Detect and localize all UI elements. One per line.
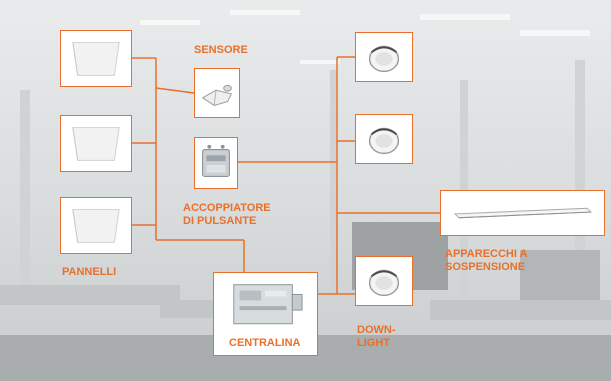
- panel-light-2: [60, 115, 132, 172]
- square-panel-icon: [72, 209, 120, 243]
- downlight-3: [355, 256, 413, 306]
- label-pannelli: PANNELLI: [62, 266, 117, 278]
- linear-suspension-luminaire-icon: [453, 207, 592, 219]
- control-unit-icon: [233, 284, 303, 325]
- downlight-2: [355, 114, 413, 164]
- panel-light-1: [60, 30, 132, 87]
- square-panel-icon: [72, 42, 120, 76]
- motion-sensor-icon: [201, 84, 233, 106]
- label-centralina: CENTRALINA: [229, 337, 301, 349]
- downlight-1: [355, 32, 413, 82]
- round-downlight-icon: [368, 45, 400, 73]
- label-sensore: SENSORE: [194, 44, 248, 56]
- label-downlight: DOWN- LIGHT: [357, 324, 396, 349]
- control-unit-device: [213, 272, 318, 356]
- panel-light-3: [60, 197, 132, 254]
- push-button-coupler-icon: [202, 144, 230, 177]
- suspension-luminaire: [440, 190, 605, 236]
- push-button-coupler-device: [194, 137, 238, 189]
- round-downlight-icon: [368, 269, 400, 297]
- label-apparecchi: APPARECCHI A SOSPENSIONE: [445, 248, 528, 273]
- square-panel-icon: [72, 127, 120, 161]
- label-accoppiatore: ACCOPPIATORE DI PULSANTE: [183, 202, 271, 227]
- round-downlight-icon: [368, 127, 400, 155]
- sensor-device: [194, 68, 240, 118]
